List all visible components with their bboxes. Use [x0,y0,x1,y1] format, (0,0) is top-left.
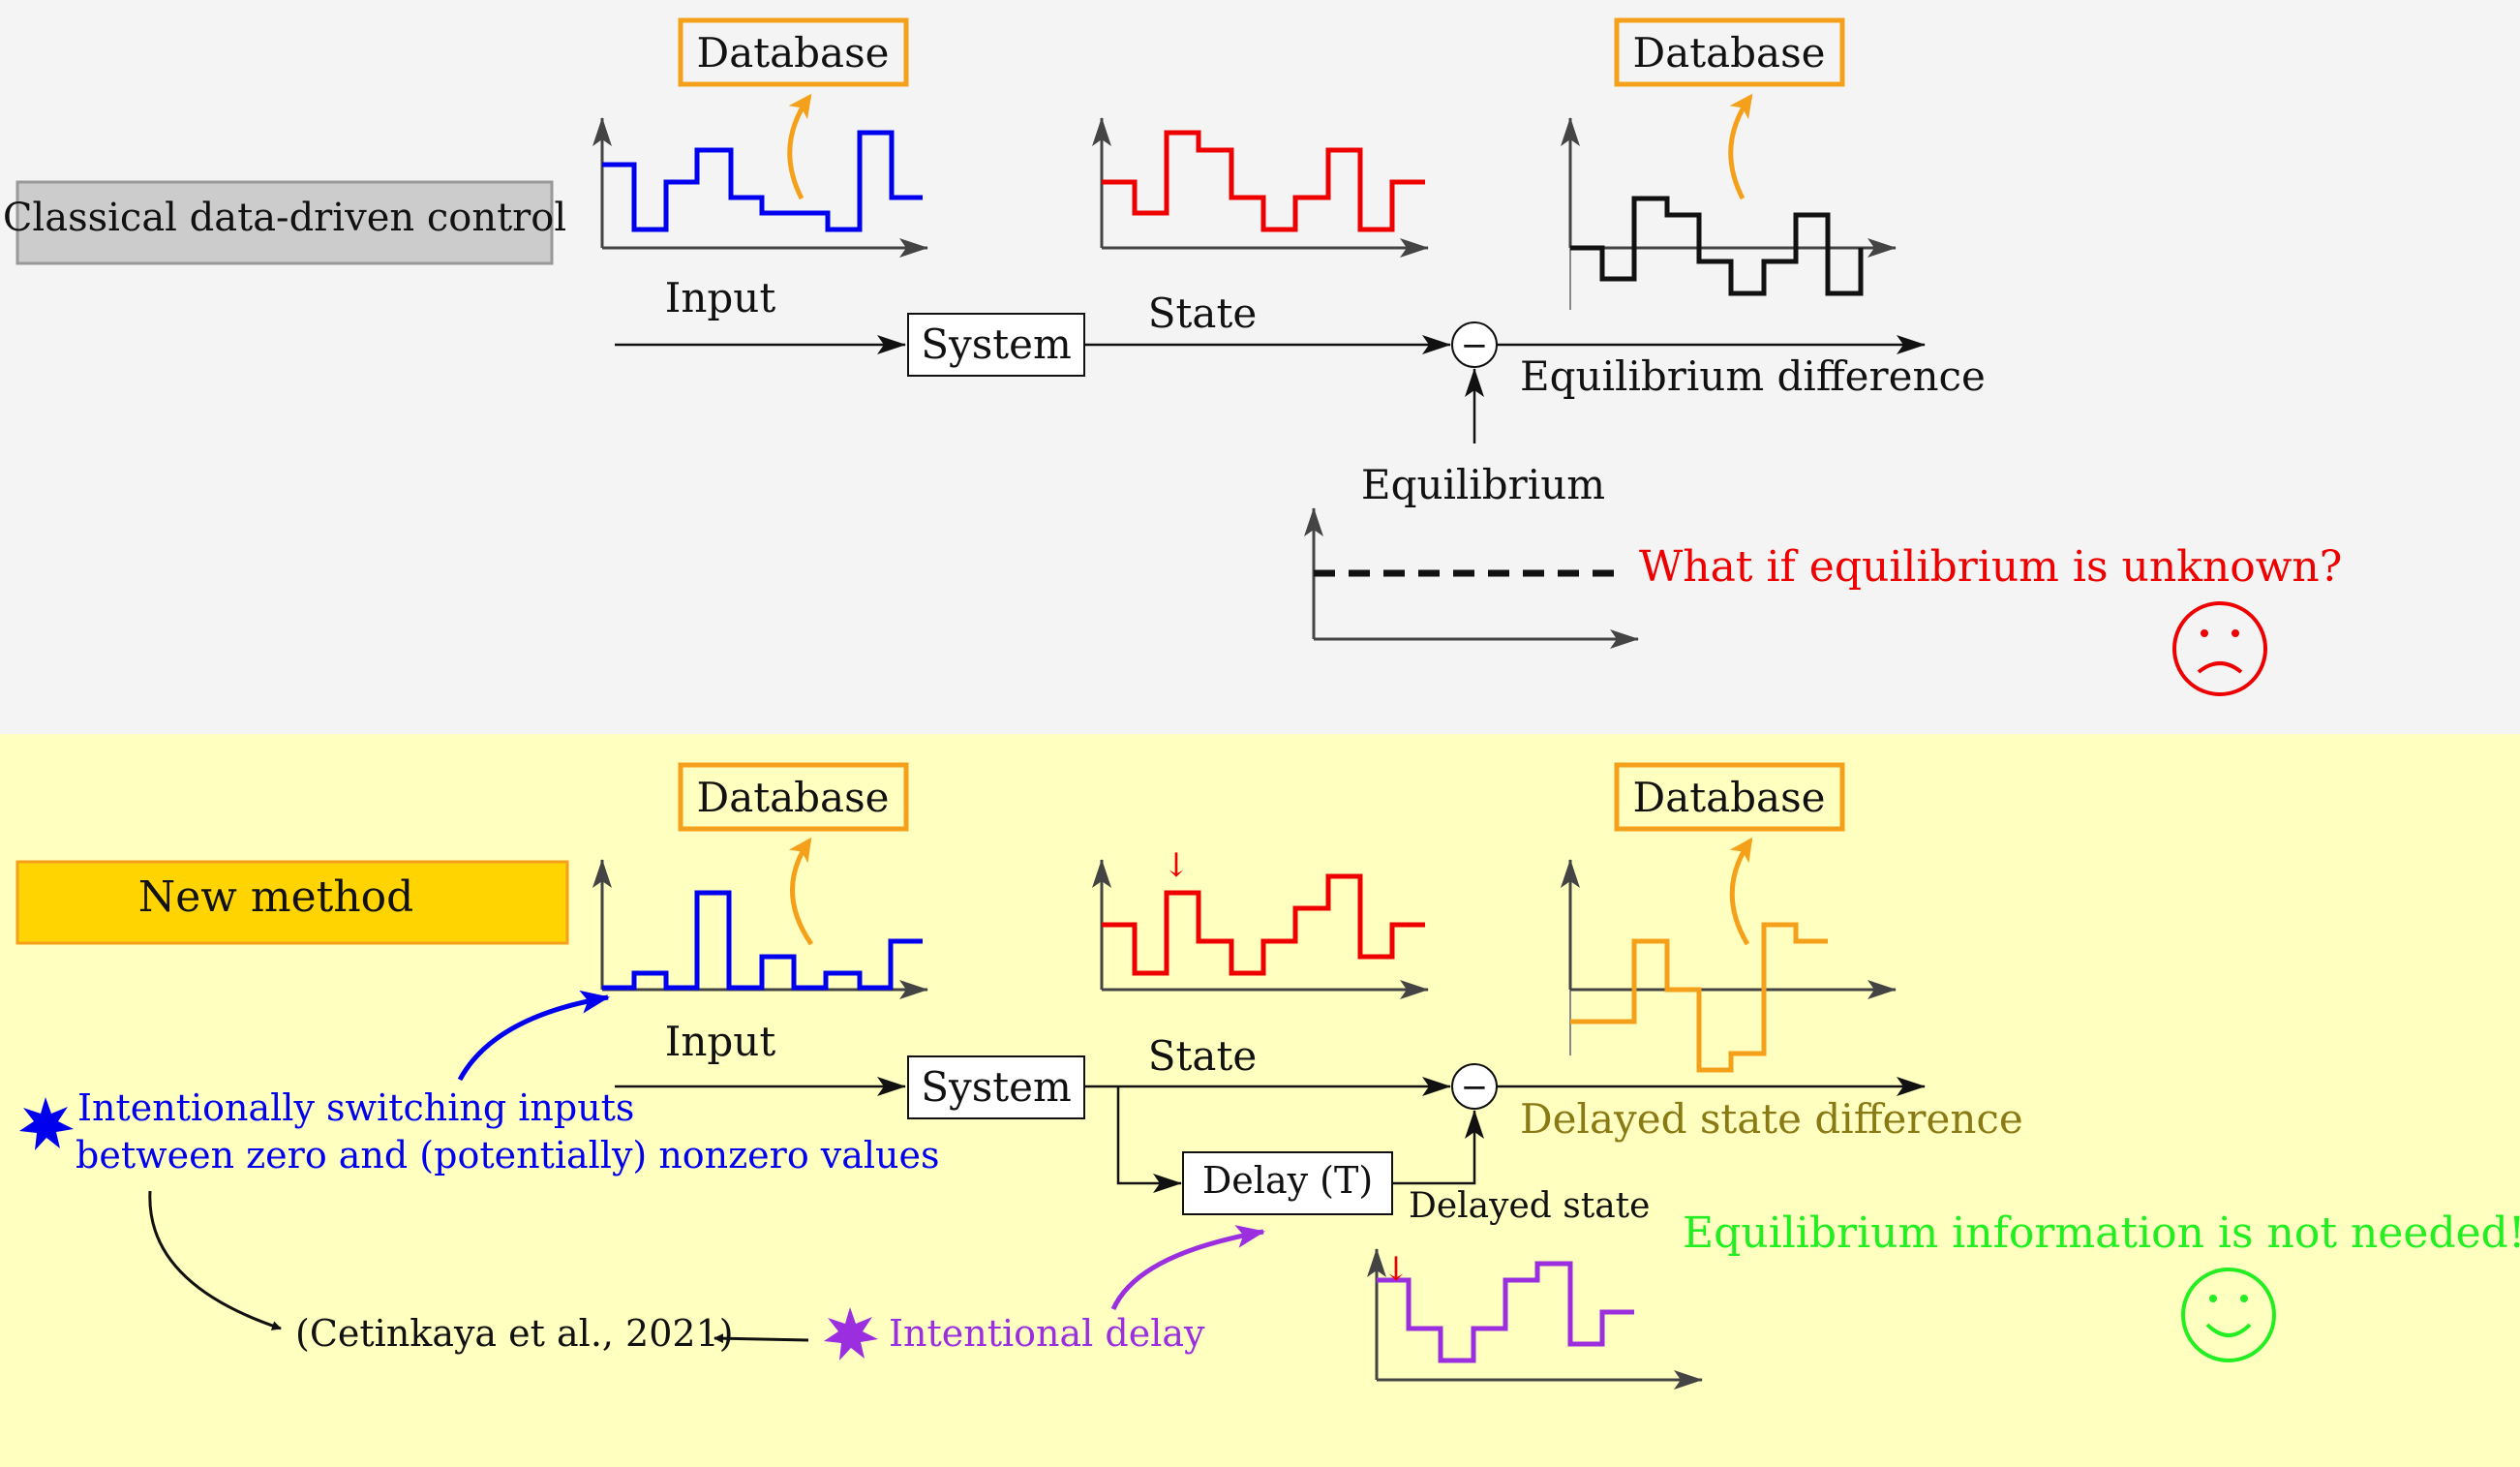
top-minus-symbol: − [1461,326,1489,365]
delayed-state-label: Delayed state [1409,1186,1650,1226]
happy-face-icon [2181,1268,2276,1362]
bottom-left-upload-arrow [788,837,814,946]
top-panel-background [0,0,2520,734]
bottom-output-label: Delayed state difference [1520,1095,2023,1143]
new-method-badge-label: New method [138,872,414,922]
top-right-upload-arrow [1728,93,1753,200]
bottom-delay-branch-arrow [1116,1086,1182,1193]
top-state-signal [1102,130,1425,232]
top-input-signal [602,130,923,232]
citation-text: (Cetinkaya et al., 2021) [295,1312,734,1355]
bottom-database-left-label: Database [697,774,890,821]
top-output-label: Equilibrium difference [1520,352,1986,400]
note-switching-line1: Intentionally switching inputs [77,1086,634,1129]
delay-label: Delay (T) [1202,1159,1373,1202]
classical-badge-label: Classical data-driven control [3,196,566,240]
top-state-label: State [1148,290,1257,337]
delayed-state-signal [1377,1261,1634,1363]
top-database-left-box [678,17,909,87]
top-panel: Classical data-driven control Database D… [3,17,2342,696]
top-left-upload-arrow [787,93,812,200]
bottom-delayed-feedback-arrow [1392,1110,1484,1185]
bottom-system-label: System [921,1063,1072,1111]
top-database-right-box [1614,17,1845,87]
bottom-input-signal [602,890,923,991]
conclusion-text: Equilibrium information is not needed! [1683,1208,2520,1258]
bottom-minus-symbol: − [1461,1068,1489,1107]
bottom-diff-signal [1570,922,1828,1073]
blue-star-icon [19,1097,74,1150]
bottom-panel: New method Database Database ↓ Input Sys… [15,762,2520,1390]
purple-star-icon [824,1307,878,1360]
bottom-system-box [907,1055,1085,1119]
top-equilibrium-label: Equilibrium [1361,461,1605,508]
note-intentional-delay: Intentional delay [889,1312,1205,1355]
top-system-label: System [921,321,1072,368]
bottom-database-left-box [678,762,909,832]
bottom-panel-background [0,734,2520,1467]
switching-to-citation-arrow [148,1190,282,1330]
bottom-input-label: Input [665,1018,776,1065]
top-database-right-label: Database [1633,29,1826,76]
delay-box [1182,1151,1393,1215]
bottom-state-delay-marker: ↓ [1163,846,1191,885]
top-system-box [907,313,1085,377]
delay-note-to-citation-arrow [713,1333,809,1344]
bottom-right-upload-arrow [1729,837,1753,946]
new-method-badge-box [15,860,569,945]
switching-to-input-arrow [457,990,610,1082]
bottom-database-right-box [1614,762,1845,832]
top-database-left-label: Database [697,29,890,76]
classical-badge-box [15,180,554,265]
sad-face-icon [2172,601,2267,696]
bottom-state-label: State [1148,1032,1257,1080]
bottom-database-right-label: Database [1633,774,1826,821]
delayed-state-delay-marker: ↓ [1382,1250,1411,1289]
bottom-state-signal [1102,873,1425,976]
note-switching-line2: between zero and (potentially) nonzero v… [76,1134,940,1177]
top-question-text: What if equilibrium is unknown? [1639,542,2342,592]
delay-note-to-delay-box-arrow [1110,1225,1265,1311]
top-input-label: Input [665,274,776,321]
top-diff-signal [1570,196,1864,296]
